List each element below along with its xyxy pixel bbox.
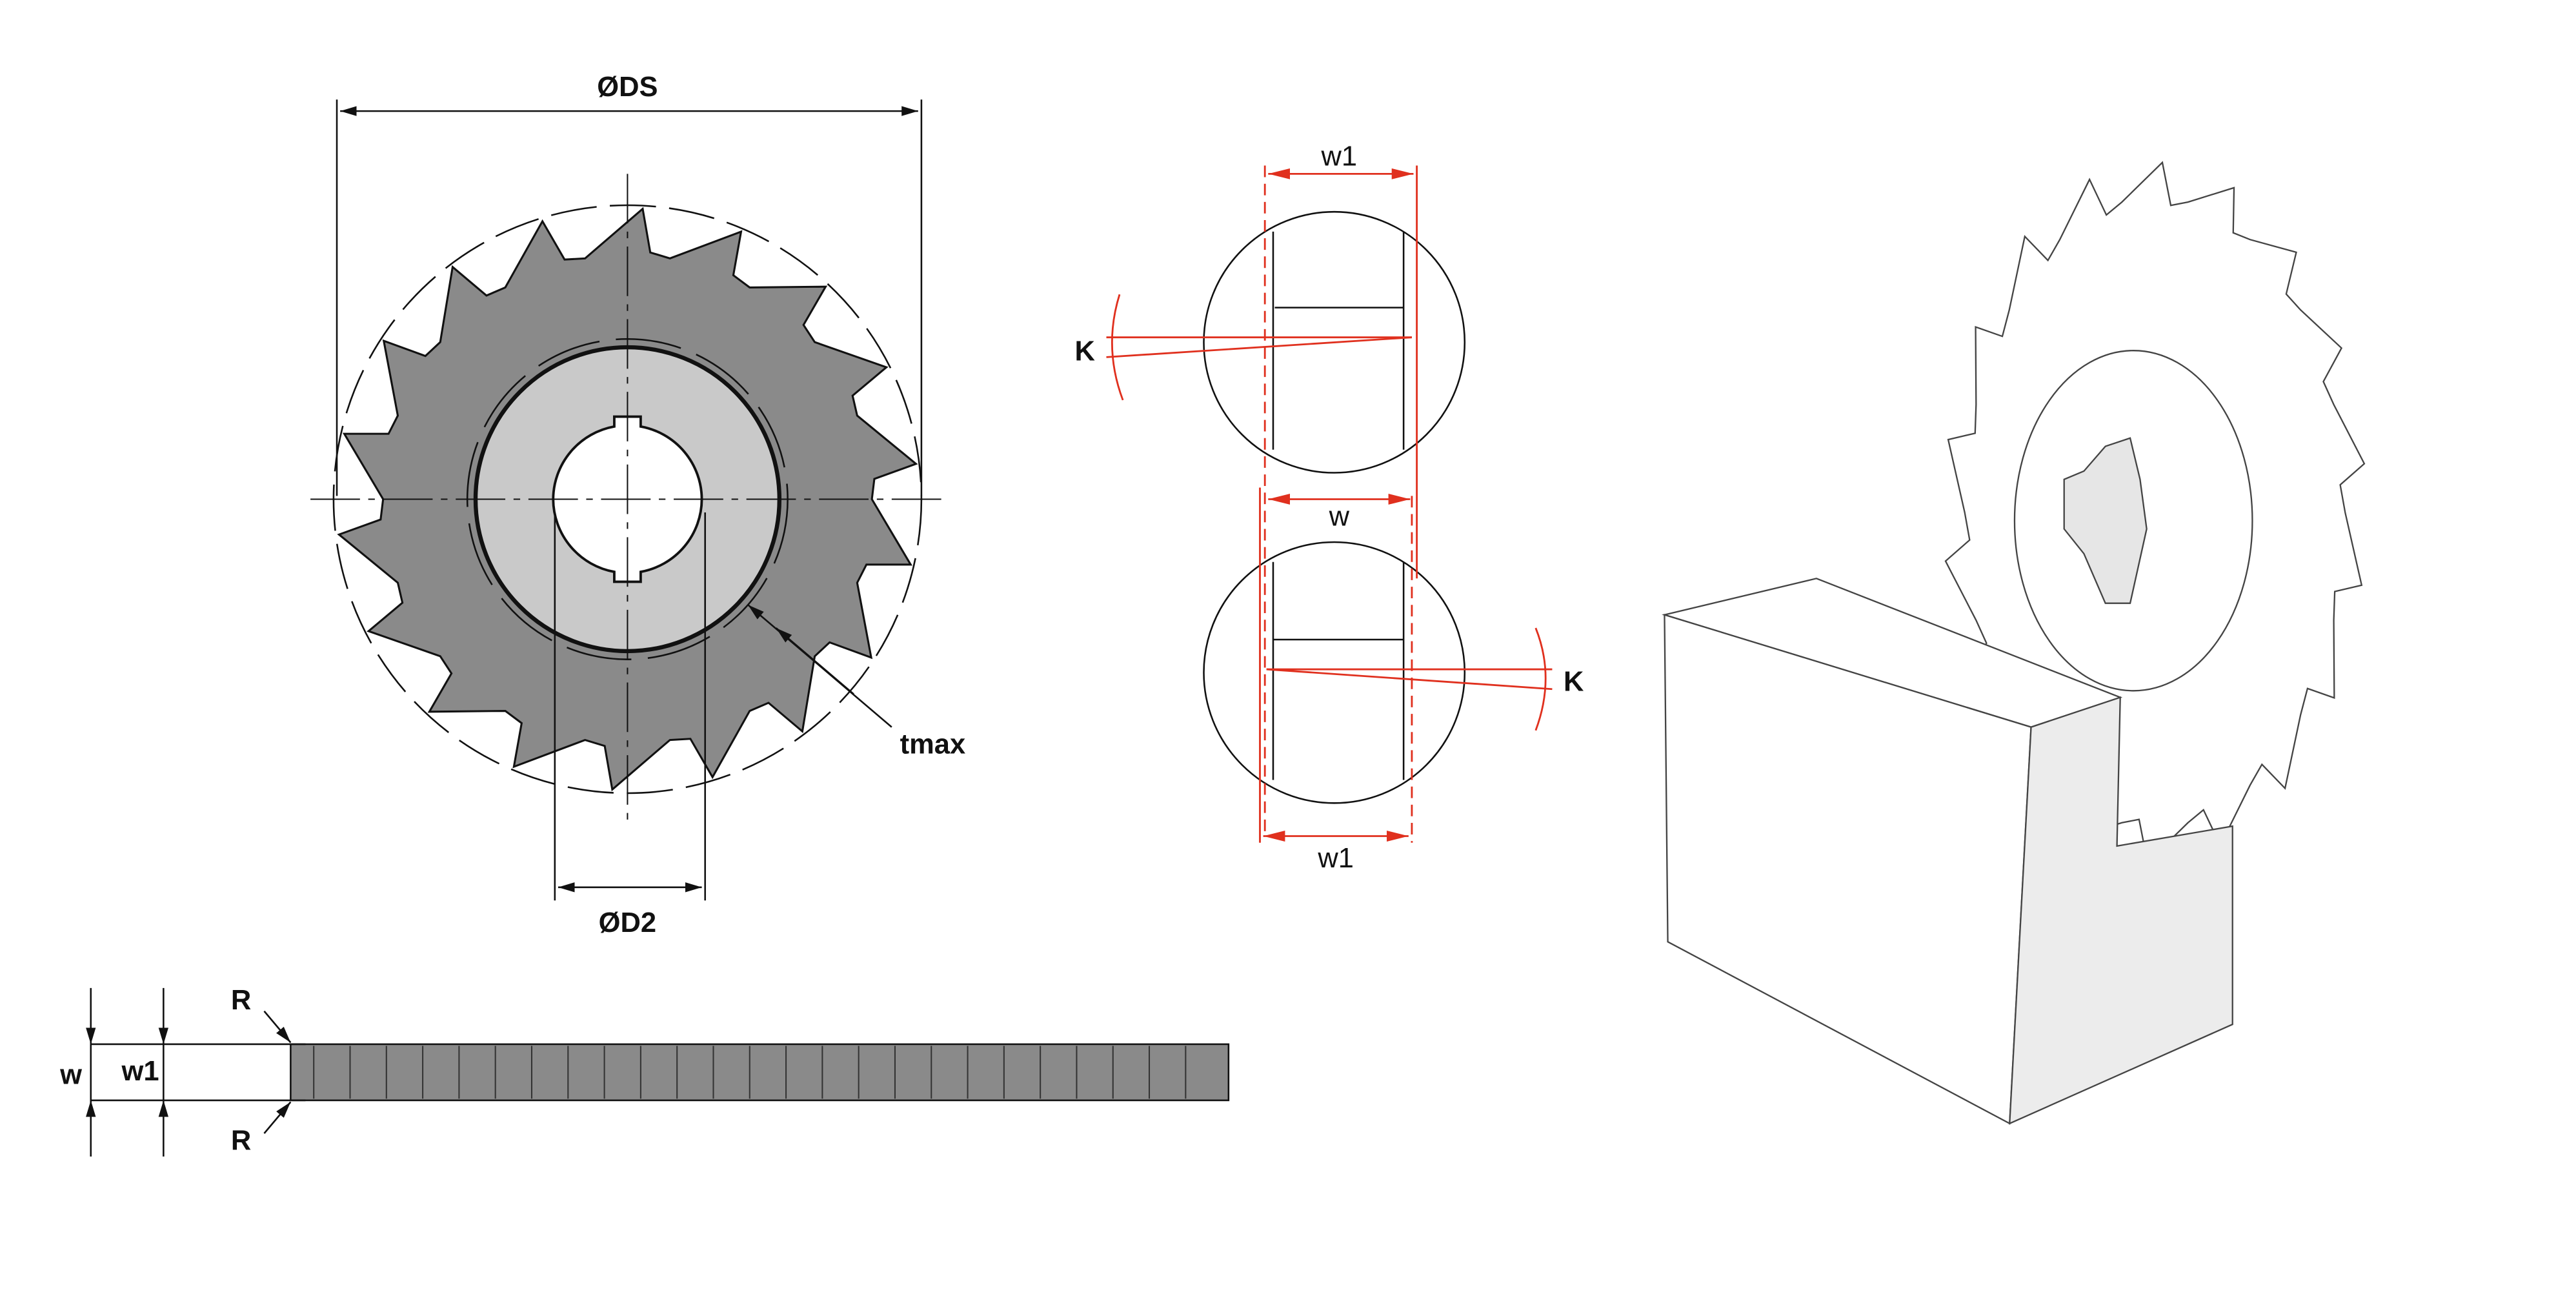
- detail-circle-bottom: [1203, 541, 1466, 804]
- side-profile: [290, 1043, 1230, 1102]
- front-view: ØDS ØD2 tmax: [310, 72, 965, 938]
- w-label-detail: w: [1329, 501, 1350, 532]
- isometric-view: [1662, 161, 2366, 1125]
- k-angle-arc-top: [1111, 294, 1124, 401]
- k-angle-arc-bottom: [1535, 627, 1547, 731]
- tmax-label: tmax: [900, 729, 966, 760]
- side-view: w w1 R R: [59, 985, 1230, 1157]
- k-label-top: K: [1075, 336, 1096, 367]
- iso-block-side: [2009, 696, 2233, 1125]
- w1-label: w1: [121, 1056, 159, 1087]
- ods-label: ØDS: [597, 72, 658, 103]
- w1-bottom-label: w1: [1317, 843, 1354, 874]
- iso-bore: [2063, 437, 2148, 604]
- r-label-bottom: R: [231, 1126, 251, 1157]
- k-label-bottom: K: [1564, 666, 1584, 697]
- r-label-top: R: [231, 985, 251, 1016]
- detail-circle-top: [1203, 210, 1466, 474]
- od2-label: ØD2: [599, 907, 656, 938]
- w1-top-label: w1: [1321, 141, 1358, 172]
- detail-views: w1 w w1 K K: [1075, 141, 1584, 874]
- w-label: w: [59, 1059, 82, 1090]
